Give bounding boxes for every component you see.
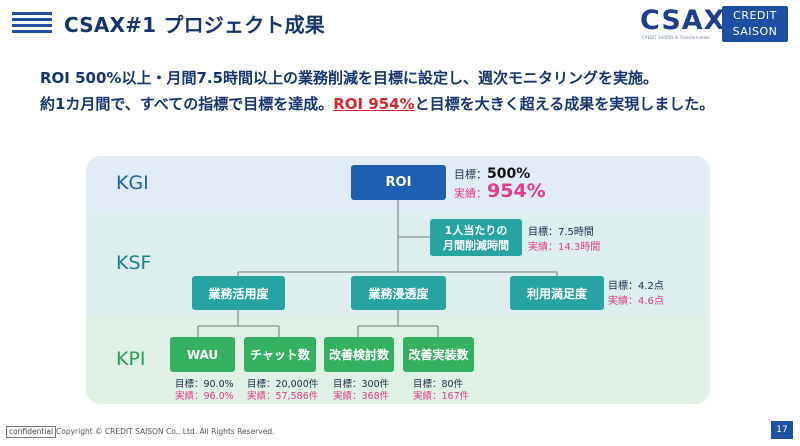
kpi-wau-target: 目標：90.0% <box>175 379 234 390</box>
headline-line-1: ROI 500%以上・月間7.5時間以上の業務削減を目標に設定し、週次モニタリン… <box>40 69 659 87</box>
kpi-box-improvement-impl: 改善実装数 <box>403 337 474 372</box>
copyright-text: Copyright © CREDIT SAISON Co., Ltd. All … <box>56 427 275 436</box>
kgi-actual: 実績：954% <box>454 180 546 202</box>
csax-logo: CSAX CREDIT SAISON AI Transformation <box>640 5 726 40</box>
kpi-impl-target: 目標：80件 <box>413 379 464 390</box>
page-title: CSAX#1 プロジェクト成果 <box>64 13 325 37</box>
headline-line-2: 約1カ月間で、すべての指標で目標を達成。ROI 954%と目標を大きく超える成果… <box>40 95 715 113</box>
ksf-ratio-target: 目標：7.5時間 <box>528 227 594 238</box>
kgi-roi-box: ROI <box>351 165 446 200</box>
kpi-box-chat-count: チャット数 <box>244 337 316 372</box>
ksf-satisfaction-target: 目標：4.2点 <box>608 281 664 292</box>
kpi-box-wau: WAU <box>170 337 235 372</box>
kgi-target: 目標：500% <box>454 166 531 182</box>
ksf-satisfaction-actual: 実績：4.6点 <box>608 296 664 307</box>
kpi-review-target: 目標：300件 <box>333 379 390 390</box>
level-label-ksf: KSF <box>116 252 152 274</box>
kpi-review-actual: 実績：368件 <box>333 391 390 402</box>
page-number: 17 <box>771 421 793 439</box>
level-label-kpi: KPI <box>116 348 146 370</box>
confidential-label: confidential <box>6 426 57 438</box>
ksf-ratio-actual: 実績：14.3時間 <box>528 242 601 253</box>
level-label-kgi: KGI <box>116 172 149 194</box>
credit-saison-logo: CREDIT SAISON <box>722 6 788 42</box>
kpi-chat-target: 目標：20,000件 <box>247 379 319 390</box>
kpi-chat-actual: 実績：57,586件 <box>247 391 319 402</box>
ksf-ratio-box: 1人当たりの 月間削減時間 <box>430 219 522 256</box>
kpi-box-improvement-review: 改善検討数 <box>324 337 394 372</box>
ksf-box-satisfaction: 利用満足度 <box>510 276 604 310</box>
kpi-wau-actual: 実績：96.0% <box>175 391 234 402</box>
roi-highlight: ROI 954% <box>333 95 415 113</box>
kpi-impl-actual: 実績：167件 <box>413 391 470 402</box>
ksf-box-utilization: 業務活用度 <box>192 276 285 310</box>
menu-icon <box>12 12 52 34</box>
ksf-box-penetration: 業務浸透度 <box>351 276 446 310</box>
